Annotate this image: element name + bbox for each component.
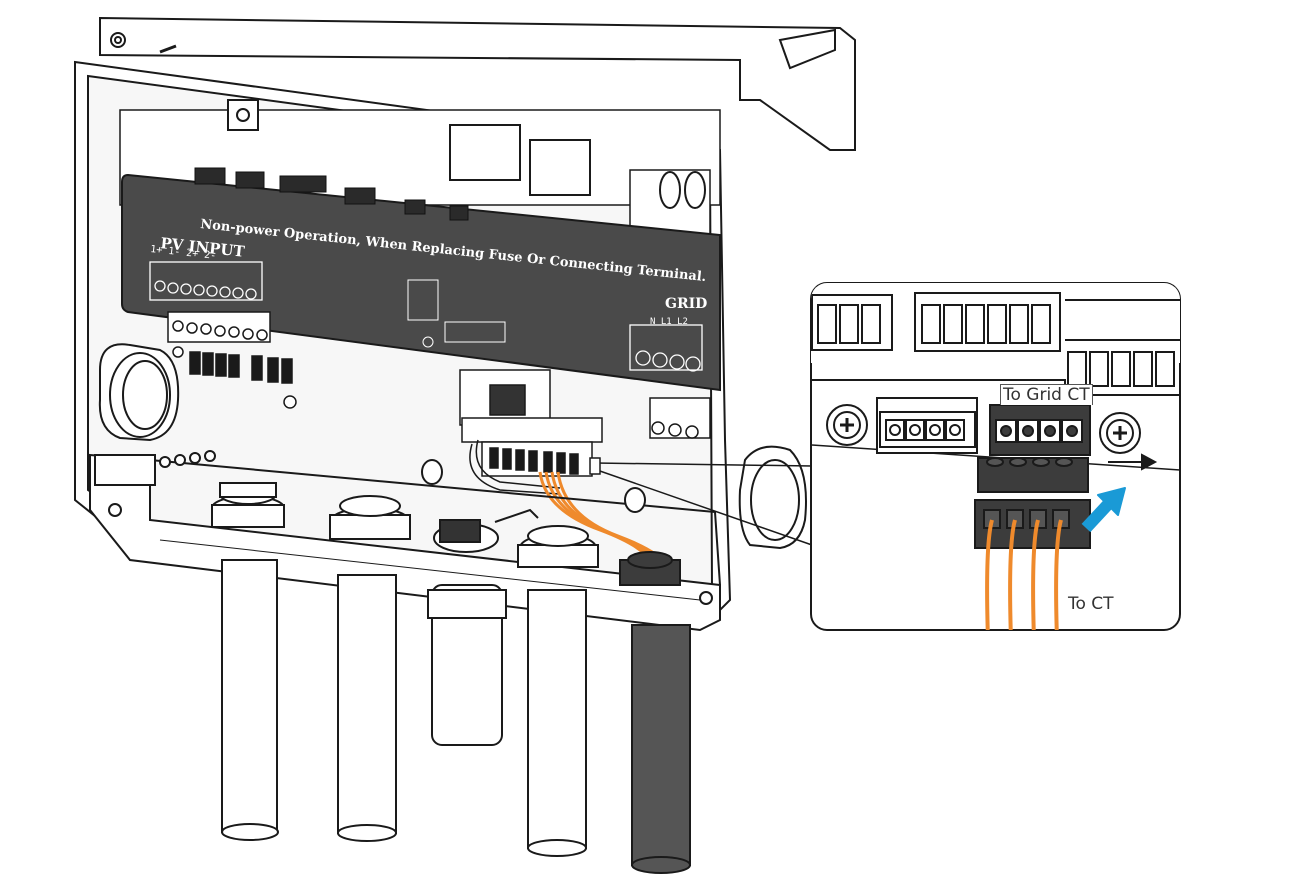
grid-terminal-marks: N L1 L2 — [650, 317, 688, 327]
ct-wires-callout — [985, 519, 1063, 630]
to-ct-label: To CT — [1068, 594, 1114, 614]
pv-terminal-graphic — [149, 261, 263, 301]
arrow-up-right-icon — [1081, 487, 1126, 533]
comm-port-graphic — [407, 279, 506, 348]
lower-terminals — [167, 311, 711, 439]
terminal-cover-panel: Non-power Operation, When Replacing Fuse… — [121, 167, 721, 392]
right-gland — [738, 445, 807, 550]
ct-terminal-block — [461, 417, 603, 495]
to-grid-ct-label: To Grid CT — [1000, 384, 1093, 405]
callout-zoom — [810, 282, 1181, 631]
grid-label: GRID — [665, 296, 707, 312]
cable-glands — [211, 482, 691, 874]
bottom-tray — [89, 450, 721, 632]
grid-terminal-graphic — [629, 324, 703, 372]
callout-leader — [589, 457, 813, 546]
left-gland — [98, 343, 180, 442]
